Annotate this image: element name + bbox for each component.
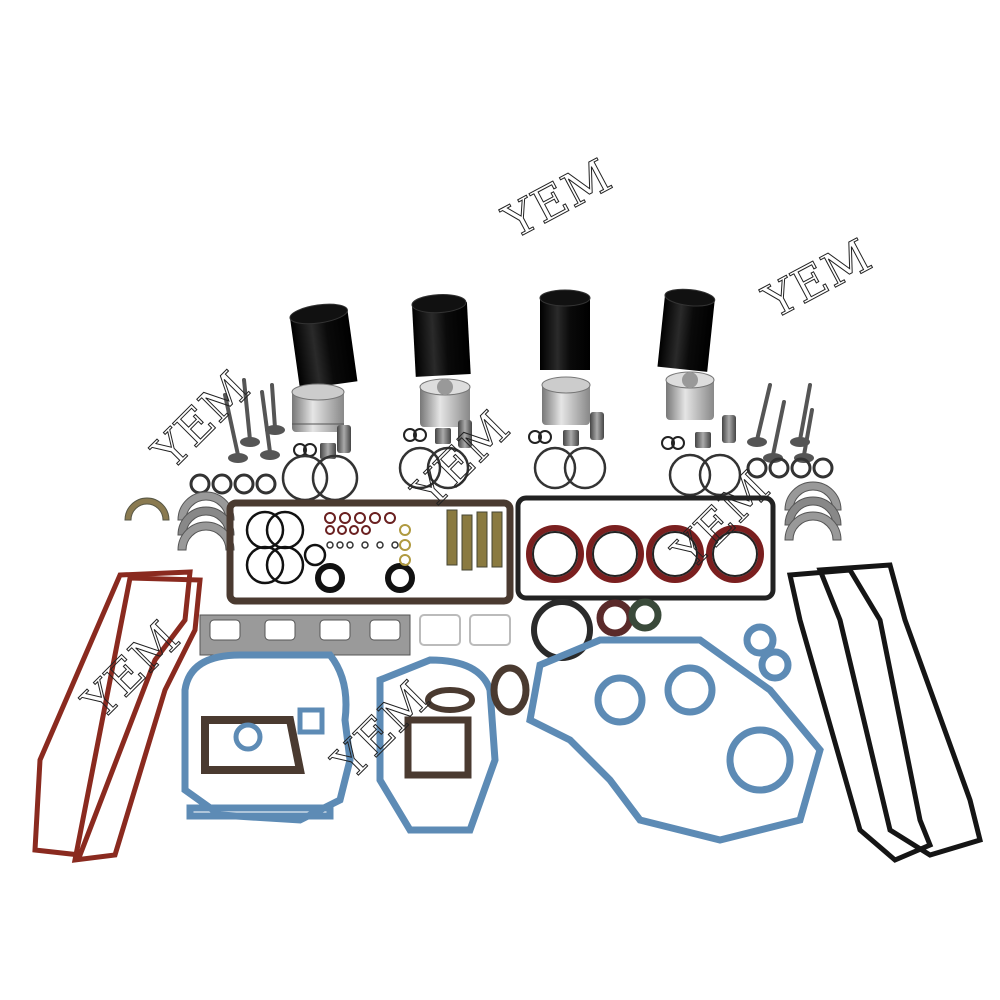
- oil-pan-gasket: [226, 499, 514, 605]
- valves: [223, 378, 814, 457]
- crankshaft-seals: [531, 598, 662, 661]
- pistons: [291, 371, 715, 432]
- timing-cover-gaskets: [181, 623, 824, 844]
- main-bearings: [124, 481, 842, 551]
- valve-cover-gasket-left: [32, 569, 203, 863]
- piston-rings: [281, 446, 742, 502]
- valve-stem-seals: [189, 457, 834, 495]
- piston-pins: [320, 412, 736, 459]
- cylinder-liners: [289, 288, 716, 390]
- valve-cover-gasket-right: [786, 562, 984, 863]
- small-gaskets: [201, 664, 530, 779]
- cylinder-head-gasket: [515, 495, 776, 601]
- exhaust-manifold-gasket: [199, 614, 511, 656]
